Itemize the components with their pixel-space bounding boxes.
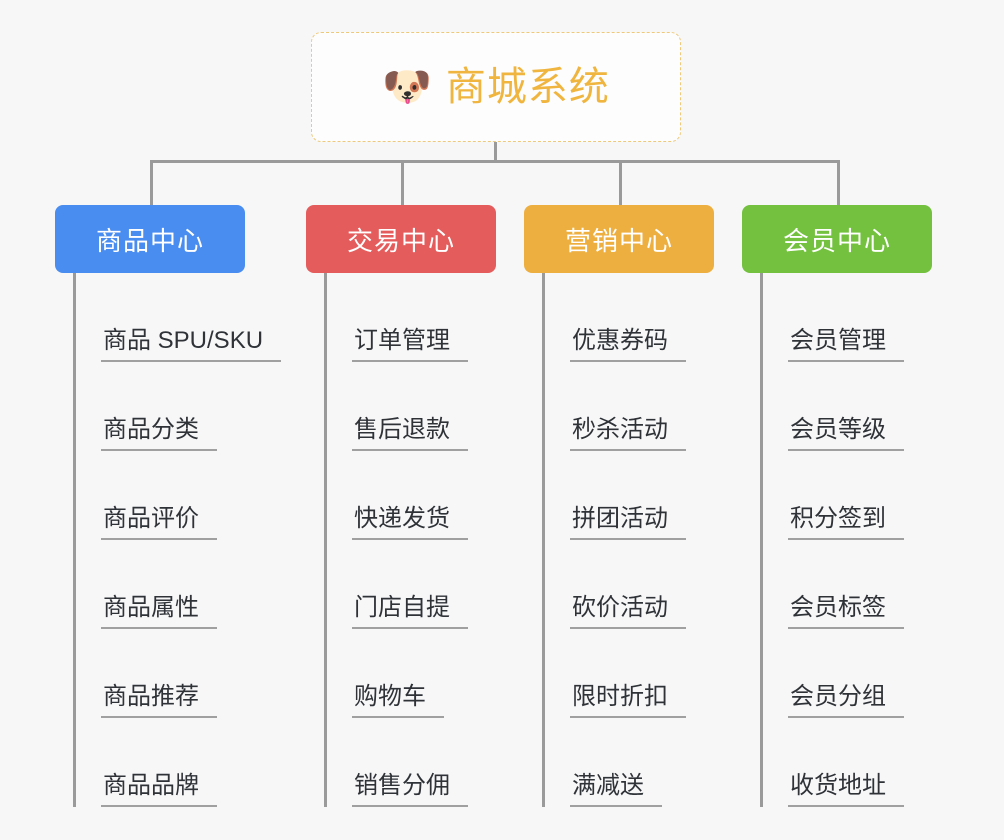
leaf-item[interactable]: 会员标签	[760, 540, 962, 629]
leaf-item[interactable]: 会员管理	[760, 273, 962, 362]
leaf-list-member-center: 会员管理 会员等级 积分签到 会员标签 会员分组 收货地址	[760, 273, 962, 807]
leaf-item-label: 商品品牌	[101, 772, 217, 807]
leaf-item-label: 商品评价	[101, 505, 217, 540]
leaf-item[interactable]: 商品评价	[73, 451, 275, 540]
leaf-item-label: 会员等级	[788, 416, 904, 451]
leaf-item-label: 商品属性	[101, 594, 217, 629]
leaf-item[interactable]: 秒杀活动	[542, 362, 744, 451]
branch-header-member-center[interactable]: 会员中心	[742, 205, 932, 273]
shiba-dog-face-icon: 🐶	[382, 65, 432, 109]
leaf-item-label: 会员分组	[788, 683, 904, 718]
leaf-item-label: 会员标签	[788, 594, 904, 629]
connector-root-stem	[494, 142, 497, 163]
leaf-item[interactable]: 满减送	[542, 718, 744, 807]
connector-horizontal-bus	[150, 160, 840, 163]
branch-title: 商品中心	[95, 225, 204, 256]
leaf-item[interactable]: 门店自提	[324, 540, 526, 629]
branch-header-product-center[interactable]: 商品中心	[55, 205, 245, 273]
branch-member-center: 会员中心 会员管理 会员等级 积分签到 会员标签 会员分组 收货地址	[742, 205, 962, 807]
leaf-item-label: 售后退款	[352, 416, 468, 451]
root-node-title: 商城系统	[445, 65, 610, 109]
leaf-item-label: 积分签到	[788, 505, 904, 540]
leaf-item-label: 购物车	[352, 683, 444, 718]
leaf-list-trade-center: 订单管理 售后退款 快递发货 门店自提 购物车 销售分佣	[324, 273, 526, 807]
leaf-item[interactable]: 拼团活动	[542, 451, 744, 540]
leaf-item-label: 订单管理	[352, 327, 468, 362]
leaf-list-marketing-center: 优惠券码 秒杀活动 拼团活动 砍价活动 限时折扣 满减送	[542, 273, 744, 807]
leaf-item-label: 商品 SPU/SKU	[101, 327, 282, 362]
branch-product-center: 商品中心 商品 SPU/SKU 商品分类 商品评价 商品属性 商品推荐 商品品牌	[55, 205, 282, 807]
leaf-item[interactable]: 订单管理	[324, 273, 526, 362]
branch-trade-center: 交易中心 订单管理 售后退款 快递发货 门店自提 购物车 销售分佣	[306, 205, 526, 807]
leaf-item[interactable]: 商品属性	[73, 540, 275, 629]
leaf-item[interactable]: 商品分类	[73, 362, 275, 451]
leaf-item-label: 满减送	[570, 772, 662, 807]
leaf-item[interactable]: 商品品牌	[73, 718, 275, 807]
leaf-item-label: 砍价活动	[570, 594, 686, 629]
leaf-item-label: 会员管理	[788, 327, 904, 362]
leaf-item[interactable]: 限时折扣	[542, 629, 744, 718]
leaf-item[interactable]: 收货地址	[760, 718, 962, 807]
leaf-item[interactable]: 积分签到	[760, 451, 962, 540]
connector-drop-4	[837, 160, 840, 205]
leaf-item[interactable]: 购物车	[324, 629, 526, 718]
leaf-item-label: 快递发货	[352, 505, 468, 540]
leaf-item-label: 商品分类	[101, 416, 217, 451]
connector-drop-1	[150, 160, 153, 205]
branch-trunk	[760, 273, 763, 807]
branch-marketing-center: 营销中心 优惠券码 秒杀活动 拼团活动 砍价活动 限时折扣 满减送	[524, 205, 744, 807]
leaf-list-product-center: 商品 SPU/SKU 商品分类 商品评价 商品属性 商品推荐 商品品牌	[73, 273, 282, 807]
leaf-item[interactable]: 砍价活动	[542, 540, 744, 629]
leaf-item[interactable]: 会员等级	[760, 362, 962, 451]
branch-header-marketing-center[interactable]: 营销中心	[524, 205, 714, 273]
leaf-item-label: 收货地址	[788, 772, 904, 807]
leaf-item-label: 秒杀活动	[570, 416, 686, 451]
connector-drop-3	[619, 160, 622, 205]
branch-title: 交易中心	[346, 225, 455, 256]
leaf-item[interactable]: 快递发货	[324, 451, 526, 540]
leaf-item-label: 销售分佣	[352, 772, 468, 807]
leaf-item-label: 门店自提	[352, 594, 468, 629]
leaf-item[interactable]: 优惠券码	[542, 273, 744, 362]
leaf-item-label: 限时折扣	[570, 683, 686, 718]
leaf-item[interactable]: 售后退款	[324, 362, 526, 451]
branch-trunk	[73, 273, 76, 807]
leaf-item[interactable]: 会员分组	[760, 629, 962, 718]
leaf-item[interactable]: 商品推荐	[73, 629, 275, 718]
leaf-item-label: 商品推荐	[101, 683, 217, 718]
leaf-item-label: 优惠券码	[570, 327, 686, 362]
branch-header-trade-center[interactable]: 交易中心	[306, 205, 496, 273]
branch-title: 会员中心	[782, 225, 891, 256]
branch-title: 营销中心	[564, 225, 673, 256]
leaf-item-label: 拼团活动	[570, 505, 686, 540]
leaf-item[interactable]: 销售分佣	[324, 718, 526, 807]
connector-drop-2	[401, 160, 404, 205]
root-node[interactable]: 🐶 商城系统	[311, 32, 681, 142]
branch-trunk	[324, 273, 327, 807]
branch-trunk	[542, 273, 545, 807]
leaf-item[interactable]: 商品 SPU/SKU	[73, 273, 282, 362]
